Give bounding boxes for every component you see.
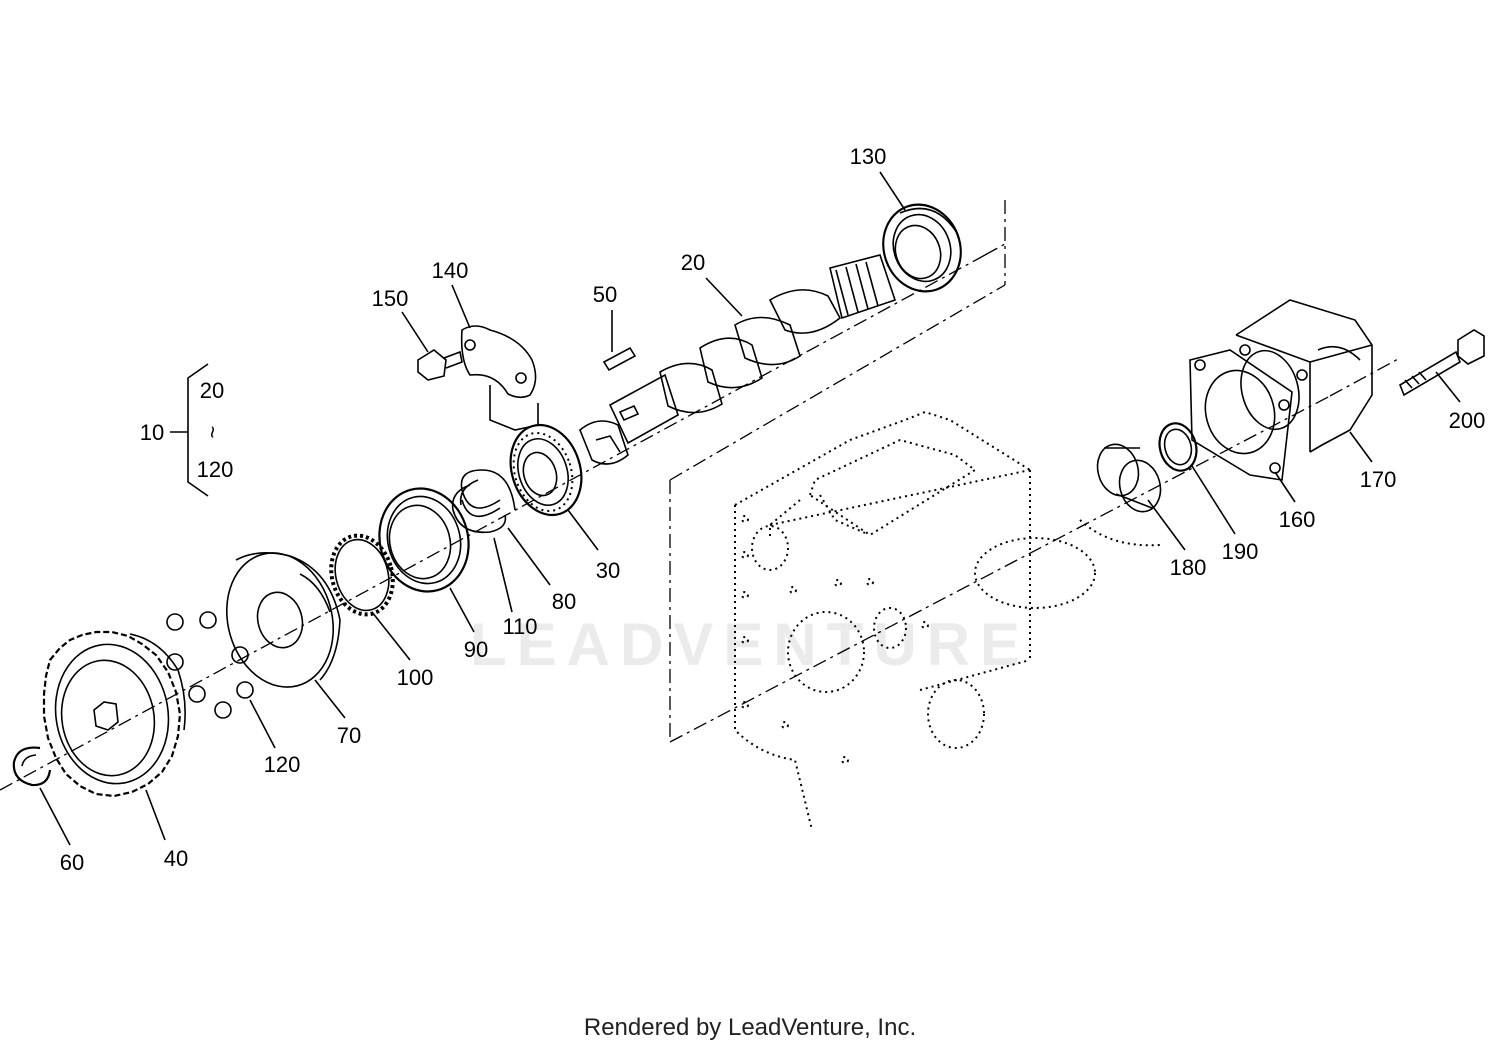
part-120-balls — [166, 611, 254, 719]
callout-160: 160 — [1279, 507, 1316, 532]
callout-180: 180 — [1170, 555, 1207, 580]
footer-credit: Rendered by LeadVenture, Inc. — [583, 1014, 917, 1041]
part-20-camshaft — [579, 254, 897, 465]
center-lines — [0, 200, 1401, 791]
part-180-collar — [1096, 443, 1162, 513]
callout-90: 90 — [464, 637, 488, 662]
part-170-pump — [1235, 299, 1373, 453]
callout-50: 50 — [593, 282, 617, 307]
callout-60: 60 — [60, 850, 84, 875]
part-90-seal — [378, 487, 470, 593]
part-70-plate — [225, 552, 341, 688]
part-40-gear — [42, 630, 186, 798]
callout-80: 80 — [552, 589, 576, 614]
assembly-range-end: 120 — [197, 457, 234, 482]
part-80-circlip — [460, 469, 516, 518]
assembly-bracket-10 — [170, 363, 209, 497]
engine-housing — [734, 410, 1161, 831]
callout-190: 190 — [1222, 539, 1259, 564]
callout-200: 200 — [1449, 408, 1486, 433]
part-160-gasket — [1189, 349, 1293, 481]
callout-30: 30 — [596, 558, 620, 583]
part-50-key — [602, 346, 637, 372]
assembly-range-start: 20 — [200, 378, 224, 403]
callout-170: 170 — [1360, 467, 1397, 492]
part-130-bearing — [882, 203, 962, 293]
assembly-range-separator: ~ — [200, 426, 225, 439]
callout-150: 150 — [372, 286, 409, 311]
assembly-label-10: 10 — [140, 420, 164, 445]
leader-lines — [39, 171, 1461, 846]
part-110-spring — [451, 479, 507, 534]
callout-70: 70 — [337, 723, 361, 748]
callout-120: 120 — [264, 752, 301, 777]
callout-40: 40 — [164, 846, 188, 871]
callout-20: 20 — [681, 250, 705, 275]
callout-130: 130 — [850, 144, 887, 169]
part-140-clamp — [460, 325, 539, 431]
watermark: LEADVENTURE — [470, 611, 1030, 678]
part-150-bolt — [417, 349, 463, 381]
callout-140: 140 — [432, 258, 469, 283]
callout-110: 110 — [502, 614, 537, 639]
watermark-text: LEADVENTURE — [470, 611, 1030, 678]
part-60-snap-ring — [12, 746, 52, 787]
part-200-bolt — [1399, 329, 1485, 397]
part-190-oring — [1158, 422, 1198, 472]
callout-100: 100 — [397, 665, 434, 690]
part-30-bearing — [509, 423, 583, 517]
callout-labels: 130 20 140 150 50 30 80 110 90 100 70 12… — [60, 144, 1486, 875]
